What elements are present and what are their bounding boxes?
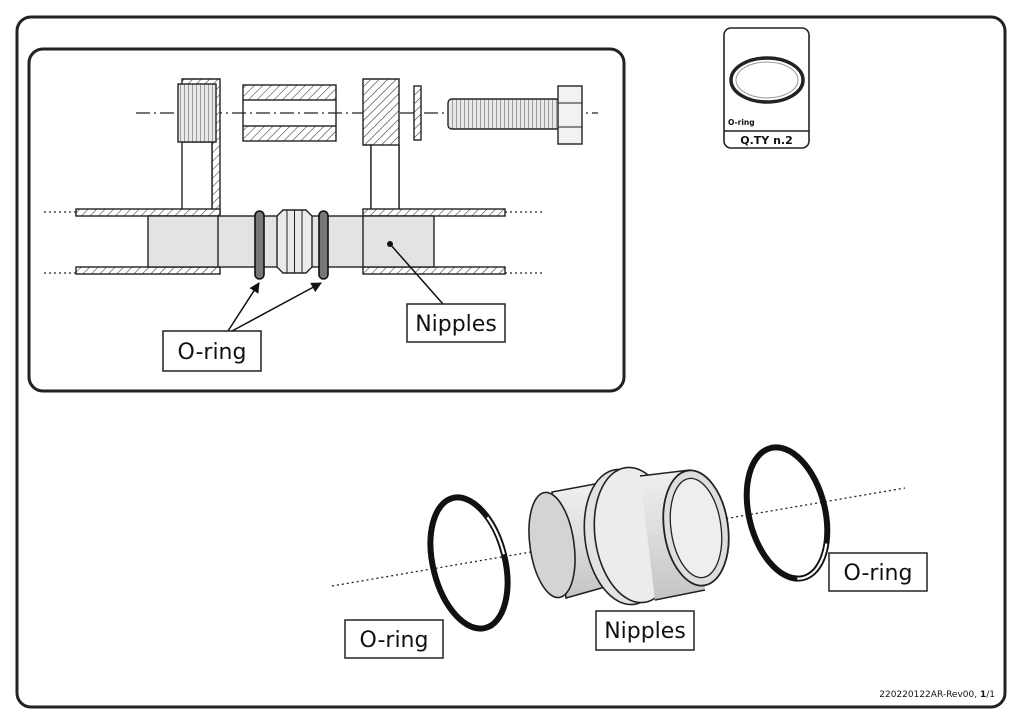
oring-right: [743, 444, 831, 582]
exploded-oring-right-label: O-ring: [844, 561, 913, 586]
oring-section-left: [254, 210, 265, 280]
qty-card-part-name: O-ring: [728, 118, 755, 127]
nipples-leader: [389, 243, 444, 305]
footer-page-total: /1: [986, 690, 995, 700]
detail-nipples-callout: Nipples: [406, 303, 506, 343]
oring-part-icon: [729, 56, 805, 104]
exploded-oring-left-label: O-ring: [360, 628, 429, 653]
nipple-3d: [528, 466, 730, 606]
qty-card: O-ring Q.TY n.2: [723, 27, 810, 149]
right-flange-bracket: [362, 78, 400, 214]
exploded-view: O-ring Nipples O-ring: [331, 444, 928, 659]
exploded-nipples-label: Nipples: [604, 619, 686, 644]
exploded-oring-left-callout: O-ring: [344, 619, 444, 659]
oring-leader-right: [231, 282, 322, 332]
spacer-sleeve: [242, 84, 337, 142]
oring-leader-left: [227, 282, 260, 332]
exploded-oring-right-callout: O-ring: [828, 552, 928, 592]
left-flange-bracket: [177, 78, 221, 214]
oring-left: [427, 494, 511, 632]
exploded-nipples-callout: Nipples: [595, 610, 695, 651]
oring-section-right: [318, 210, 329, 280]
oring-part-icon-inner: [735, 61, 799, 99]
nipple-section: [147, 209, 435, 274]
detail-oring-label: O-ring: [178, 340, 247, 365]
footer-code: 220220122AR-Rev00,: [879, 690, 980, 700]
detail-view: O-ring Nipples: [27, 47, 626, 393]
footer-doc-code: 220220122AR-Rev00, 1/1: [879, 690, 995, 700]
washer: [413, 85, 422, 141]
detail-oring-callout: O-ring: [162, 330, 262, 372]
qty-card-quantity: Q.TY n.2: [740, 134, 793, 147]
bolt: [447, 85, 583, 145]
footer-page: 1: [980, 690, 986, 700]
nut: [177, 83, 217, 143]
detail-nipples-label: Nipples: [415, 312, 497, 337]
